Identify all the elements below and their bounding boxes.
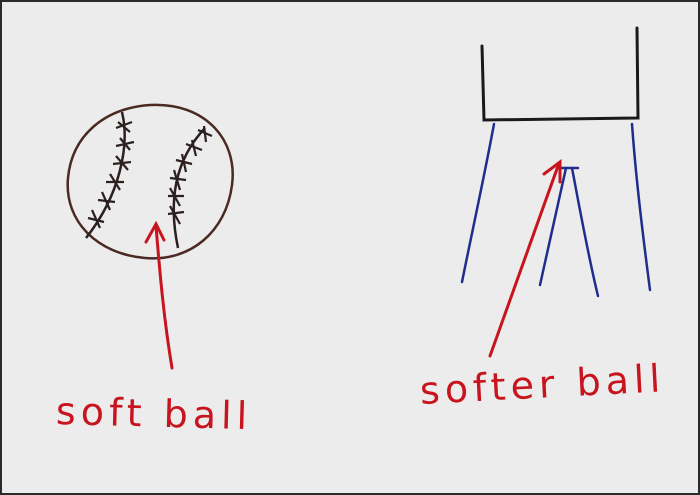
soft-ball-arrow (144, 220, 174, 370)
softer-ball-arrow (488, 159, 562, 358)
box-outline (480, 26, 640, 122)
figure-legs-drawing-icon (460, 26, 652, 358)
baseball-stitches-right (167, 125, 213, 225)
soft-ball-label: soft ball (55, 389, 253, 439)
baseball-outline (66, 103, 234, 260)
inner-leg-right (570, 166, 600, 298)
outer-leg-right (630, 122, 652, 292)
baseball-stitches-left (87, 120, 135, 229)
inner-leg-left (538, 166, 568, 287)
outer-leg-left (460, 122, 496, 284)
baseball-seam-left (85, 111, 126, 239)
baseball-drawing-icon (66, 103, 234, 370)
